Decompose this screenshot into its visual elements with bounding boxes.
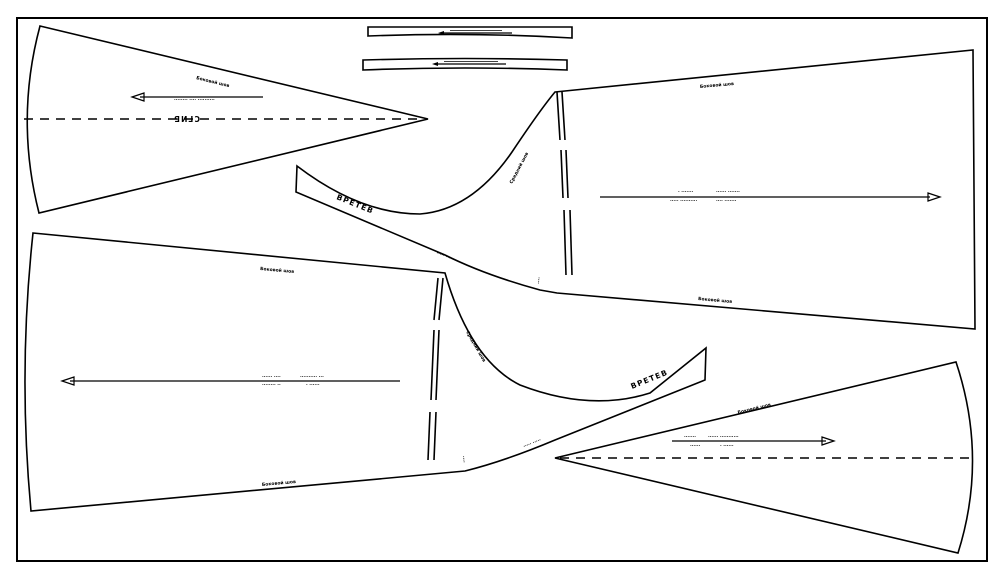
- gusset-piece-bottom-right: Боковой шов ······· ······ ··········· ·…: [554, 361, 974, 554]
- svg-text:····: ····: [460, 456, 466, 464]
- side-seam-label-bottom: Боковой шов: [698, 295, 733, 305]
- svg-text:····· ··········: ····· ··········: [670, 199, 697, 204]
- waistband-piece-2: [362, 57, 568, 71]
- grainline-arrow: [927, 192, 942, 202]
- grainline-arrow: [821, 436, 836, 446]
- svg-text:·········· ···: ·········· ···: [300, 375, 324, 380]
- side-seam-label-bottom: Боковой шов: [262, 478, 297, 488]
- svg-text:····· ·····: ····· ·····: [523, 438, 542, 450]
- svg-text:·······: ·······: [684, 435, 696, 440]
- grainline-arrow: [130, 92, 145, 102]
- waistband-piece-1: [367, 26, 573, 39]
- svg-text:· ·······: · ·······: [678, 190, 694, 195]
- svg-text:· ······: · ······: [720, 444, 734, 449]
- side-seam-label-top: Боковой шов: [700, 80, 735, 90]
- leg-piece-right: · ······· ······ ······· ····· ·········…: [295, 49, 976, 330]
- svg-text:········ ··: ········ ··: [262, 383, 281, 388]
- svg-text:····: ····: [537, 277, 543, 285]
- svg-text:···· ·······: ···· ·······: [716, 199, 737, 204]
- svg-text:····· ·····: ····· ·····: [435, 251, 454, 263]
- fold-label: СГИБ: [173, 114, 200, 123]
- svg-text:······ ····: ······ ····: [262, 375, 281, 380]
- side-seam-label-top: Боковой шов: [260, 265, 295, 275]
- svg-text:· ······: · ······: [306, 383, 320, 388]
- svg-text:······: ······: [690, 444, 701, 449]
- svg-text:······ ···········: ······ ···········: [708, 435, 739, 440]
- grainline-arrow: [60, 376, 75, 386]
- svg-text:········ ···· ··········: ········ ···· ··········: [174, 98, 215, 103]
- svg-text:······ ·······: ······ ·······: [716, 190, 740, 195]
- sheet-border: [16, 17, 988, 562]
